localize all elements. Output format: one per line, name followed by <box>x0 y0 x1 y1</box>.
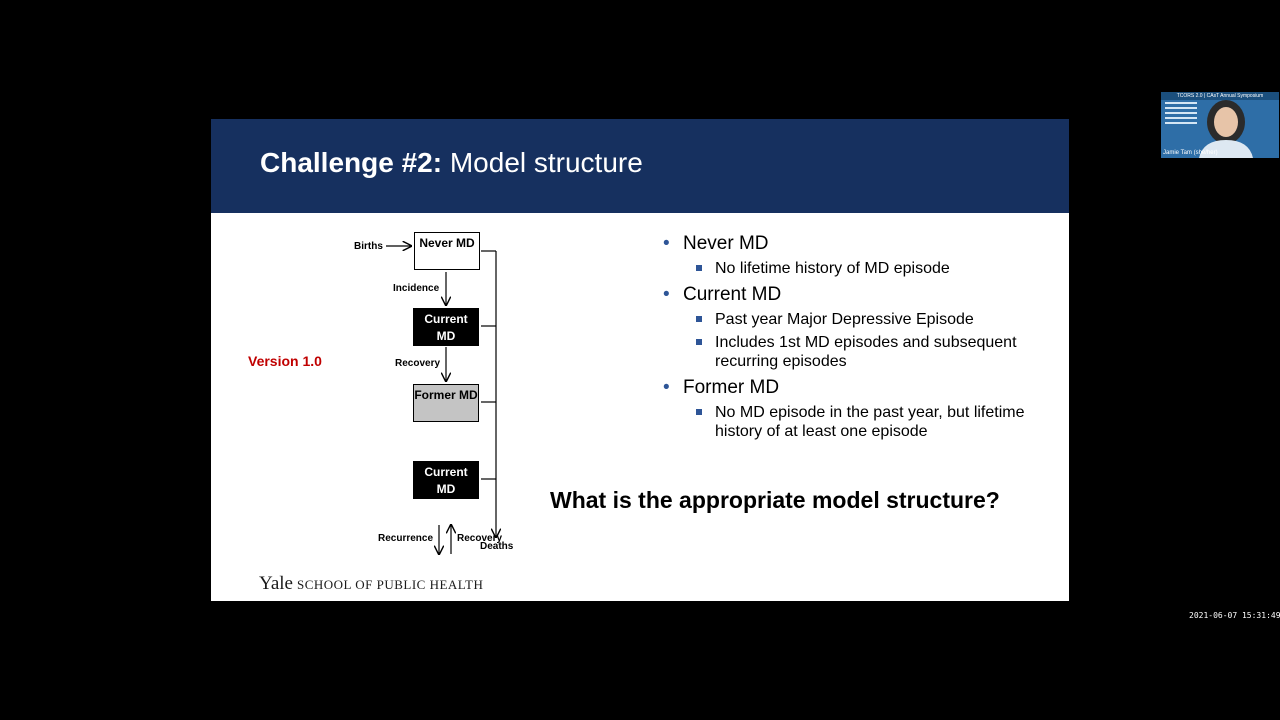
slide-title: Challenge #2: Model structure <box>260 147 643 179</box>
bullet-current-md: Current MD <box>661 284 1061 306</box>
participant-avatar <box>1199 100 1253 158</box>
deaths-label: Deaths <box>480 541 514 552</box>
births-label: Births <box>354 241 383 252</box>
sub-bullet: Past year Major Depressive Episode <box>661 310 1061 329</box>
diagram-arrows <box>386 213 1069 601</box>
sub-bullet: Includes 1st MD episodes and subsequent … <box>661 333 1061 371</box>
school-name: SCHOOL OF PUBLIC HEALTH <box>296 577 484 592</box>
shared-screen-thumbnail <box>1165 102 1197 128</box>
yale-wordmark: Yale <box>259 573 293 594</box>
video-banner: TCORS 2.0 | CAsT Annual Symposium <box>1161 92 1279 100</box>
bullet-list: Never MD No lifetime history of MD episo… <box>661 233 1061 441</box>
recovery-label-2: Recovery <box>457 533 503 544</box>
never-md-box: Never MD <box>414 232 480 270</box>
incidence-label: Incidence <box>393 283 440 294</box>
version-label: Version 1.0 <box>248 353 322 369</box>
current-md-box: Current MD <box>413 308 479 346</box>
sub-bullet: No lifetime history of MD episode <box>661 259 1061 278</box>
question-text: What is the appropriate model structure? <box>550 487 1000 513</box>
current-md-recurring-box: Current MD <box>413 461 479 499</box>
model-diagram: Never MD Current MD Former MD Current MD… <box>211 213 1069 601</box>
presentation-slide: Challenge #2: Model structure Never MD C… <box>211 119 1069 601</box>
slide-title-bold: Challenge #2: <box>260 147 443 178</box>
former-md-box: Former MD <box>413 384 479 422</box>
sub-bullet: No MD episode in the past year, but life… <box>661 403 1061 441</box>
slide-title-rest: Model structure <box>449 147 643 178</box>
recurrence-label: Recurrence <box>378 533 434 544</box>
participant-name: Jamie Tam (she/her) <box>1163 150 1218 156</box>
bullet-never-md: Never MD <box>661 233 1061 255</box>
slide-header: Challenge #2: Model structure <box>211 119 1069 213</box>
recovery-label: Recovery <box>395 358 441 369</box>
recording-timestamp: 2021-06-07 15:31:49 <box>1189 611 1280 620</box>
participant-video-tile[interactable]: TCORS 2.0 | CAsT Annual Symposium Jamie … <box>1161 92 1279 158</box>
bullet-former-md: Former MD <box>661 377 1061 399</box>
